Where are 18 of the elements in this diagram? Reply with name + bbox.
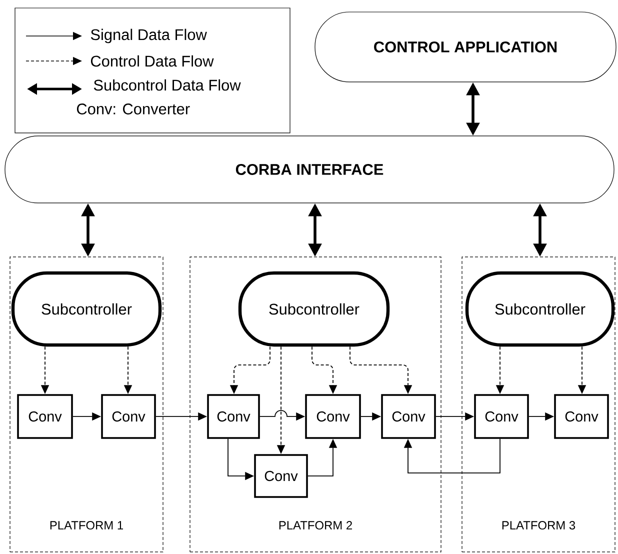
converter-box: Conv [17, 394, 73, 439]
converter-box: Conv [254, 454, 308, 498]
subcontroller-box: Subcontroller [11, 271, 162, 347]
interface-box: CONTROL APPLICATION [314, 12, 616, 82]
converter-box: Conv [554, 394, 609, 439]
converter-box: Conv [305, 394, 361, 439]
converter-box: Conv [474, 394, 529, 439]
arrow [404, 438, 500, 474]
converter-box: Conv [207, 394, 260, 439]
interface-box: CORBA INTERFACE [4, 136, 614, 204]
legend-text: Control Data Flow [90, 55, 214, 67]
legend-text: Subcontrol Data Flow [94, 79, 241, 91]
legend-text: Signal Data Flow [90, 28, 207, 44]
subcontroller-box: Subcontroller [465, 271, 615, 347]
converter-box: Conv [381, 394, 436, 439]
subcontroller-box: Subcontroller [238, 271, 390, 347]
converter-box: Conv [101, 394, 156, 439]
legend-text: Conv: Converter [77, 104, 190, 114]
